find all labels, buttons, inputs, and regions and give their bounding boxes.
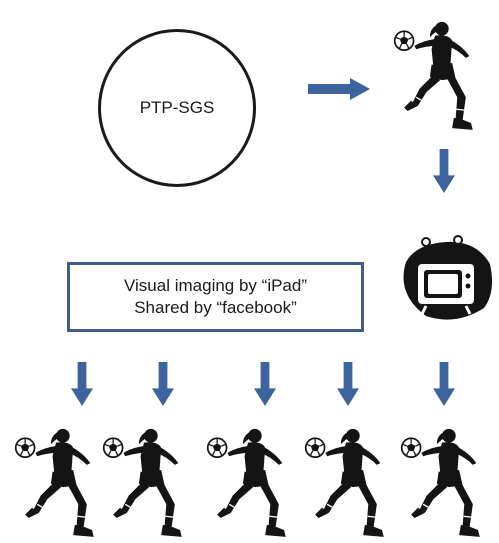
soccer-player-icon: [204, 422, 292, 542]
right-arrow-icon: [308, 78, 370, 100]
caption-line-2: Shared by “facebook”: [134, 298, 297, 317]
soccer-player-icon: [100, 422, 188, 542]
down-arrow-icon: [433, 149, 455, 193]
down-arrow-icon: [71, 362, 93, 406]
soccer-player-icon: [398, 422, 486, 542]
caption-box: Visual imaging by “iPad” Shared by “face…: [67, 262, 364, 332]
soccer-player-icon: [392, 15, 478, 135]
soccer-player-icon: [302, 422, 390, 542]
soccer-player-icon: [12, 422, 100, 542]
caption-line-1: Visual imaging by “iPad”: [124, 276, 307, 295]
down-arrow-icon: [433, 362, 455, 406]
television-icon: [403, 235, 492, 320]
down-arrow-icon: [337, 362, 359, 406]
down-arrow-icon: [254, 362, 276, 406]
down-arrow-icon: [152, 362, 174, 406]
ptp-sgs-label: PTP-SGS: [139, 98, 215, 117]
ptp-sgs-node: PTP-SGS: [98, 29, 256, 187]
